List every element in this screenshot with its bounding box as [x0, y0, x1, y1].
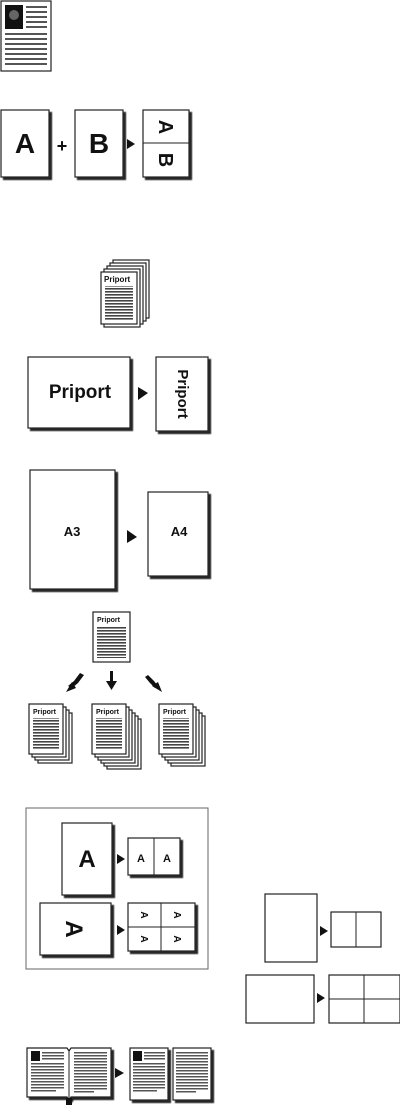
- sort-right-label: Priport: [163, 709, 187, 716]
- arrow-right-icon: [127, 530, 137, 543]
- plus-symbol: +: [57, 136, 68, 156]
- stack-label: Priport: [104, 275, 131, 284]
- multiup-quad-3: A: [138, 935, 149, 942]
- merge-result-top: A: [154, 120, 176, 134]
- rotate-source-label: Priport: [49, 382, 112, 403]
- arrow-right-icon: [117, 925, 125, 935]
- multiup-cell-2: A: [163, 853, 171, 865]
- reduce-icon: A3 A4: [29, 469, 209, 590]
- multiup-cell-1: A: [137, 853, 145, 865]
- multiup-single-letter: A: [78, 846, 95, 873]
- multiup-quad-4: A: [171, 935, 182, 942]
- merge-icon: A + B A B: [0, 109, 190, 178]
- merge-result-bottom: B: [154, 153, 176, 167]
- multiup-quad-1: A: [138, 911, 149, 918]
- arrow-right-icon: [320, 926, 328, 936]
- multiup-quad-2: A: [171, 911, 182, 918]
- arrow-right-icon: [127, 139, 135, 149]
- multiup-icon: A A A A A A A A: [25, 807, 209, 970]
- merge-left-letter: A: [15, 128, 35, 159]
- reduce-source-label: A3: [64, 524, 81, 539]
- sort-left-label: Priport: [33, 709, 57, 716]
- stack-icon: Priport: [100, 259, 150, 328]
- sort-source-label: Priport: [97, 617, 121, 624]
- sort-middle-label: Priport: [96, 709, 120, 716]
- rotate-result-label: Priport: [174, 369, 191, 418]
- arrow-right-icon: [138, 387, 148, 400]
- arrow-right-icon: [317, 993, 325, 1003]
- book-split-icon: [26, 1047, 212, 1105]
- layout-icon: [245, 893, 400, 1024]
- arrow-right-icon: [117, 854, 125, 864]
- photo-document-icon: [0, 0, 52, 72]
- arrow-down-icon: [106, 681, 117, 690]
- multiup-rotated-letter: A: [60, 920, 87, 937]
- sort-icon: Priport Priport Priport Priport: [28, 611, 206, 770]
- rotate-icon: Priport Priport: [27, 356, 209, 432]
- reduce-result-label: A4: [171, 524, 188, 539]
- merge-right-letter: B: [89, 128, 109, 159]
- arrow-right-icon: [115, 1068, 124, 1078]
